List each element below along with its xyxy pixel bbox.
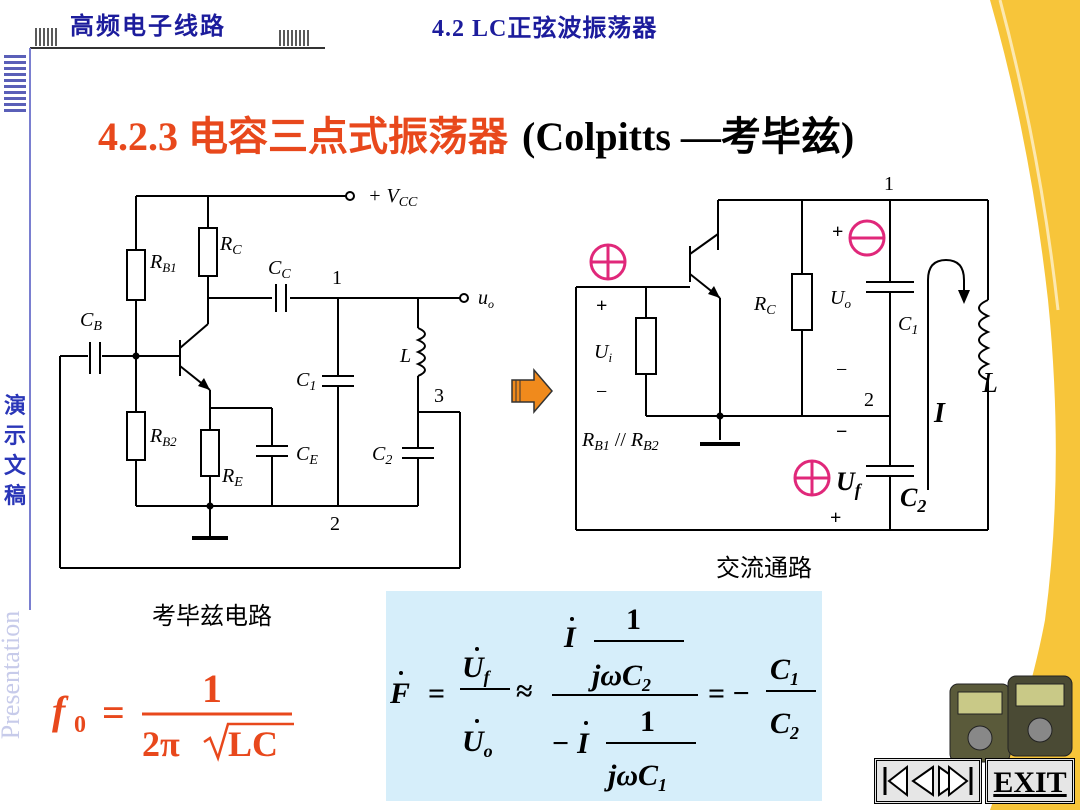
resonant-frequency-formula: f 0 = 1 2π LC — [52, 666, 294, 764]
ac-equivalent-circuit: 1 RC + Uo C1 + Ui − − 2 I L RB1 // RB2 −… — [575, 173, 998, 531]
svg-text:≈: ≈ — [516, 675, 532, 708]
colpitts-circuit: + VCC RB1 RC CC 1 uo CB L C1 3 RB2 CE C2… — [59, 185, 494, 569]
svg-text:I: I — [563, 621, 577, 654]
svg-text:L: L — [399, 345, 411, 367]
polarity-markers — [589, 219, 886, 497]
exit-button[interactable]: EXIT — [985, 758, 1075, 804]
svg-text:RB1: RB1 — [149, 251, 177, 275]
svg-text:CC: CC — [268, 257, 291, 282]
svg-text:1: 1 — [332, 267, 342, 289]
svg-text:I: I — [933, 398, 946, 429]
svg-text:+: + — [596, 295, 607, 317]
svg-text:F: F — [389, 677, 410, 710]
course-title: 高频电子线路 — [70, 12, 226, 40]
svg-text:= −: = − — [708, 677, 750, 710]
svg-text:2π: 2π — [142, 724, 180, 764]
previous-slide-icon[interactable] — [911, 765, 934, 797]
left-circuit-caption: 考毕兹电路 — [152, 602, 272, 630]
svg-text:−: − — [836, 359, 847, 381]
svg-text:RC: RC — [219, 233, 242, 258]
svg-text:LC: LC — [228, 724, 278, 764]
svg-text:C1: C1 — [296, 369, 316, 394]
svg-text:Ui: Ui — [594, 341, 612, 365]
svg-text:RC: RC — [753, 293, 776, 318]
section-title: 4.2 LC正弦波振荡器 — [432, 16, 658, 42]
svg-text:L: L — [981, 368, 998, 399]
svg-text:Uf: Uf — [836, 467, 863, 500]
multimeter-image — [949, 675, 1073, 763]
svg-text:+ VCC: + VCC — [368, 185, 418, 210]
svg-text:C1: C1 — [898, 313, 918, 338]
svg-text:RB1 // RB2: RB1 // RB2 — [581, 429, 659, 454]
svg-text:uo: uo — [478, 287, 494, 311]
title-sub: (Colpitts —考毕兹) — [522, 114, 855, 159]
slide-nav-controls[interactable] — [874, 758, 982, 804]
svg-text:−: − — [836, 421, 847, 443]
svg-text:RE: RE — [221, 465, 243, 490]
first-slide-icon[interactable] — [883, 764, 908, 798]
svg-text:1: 1 — [202, 666, 222, 711]
svg-text:=: = — [102, 690, 125, 735]
slide-title: 4.2.3 电容三点式振荡器 (Colpitts —考毕兹) — [98, 104, 854, 162]
last-slide-icon[interactable] — [948, 764, 973, 798]
svg-text:RB2: RB2 — [149, 425, 177, 449]
svg-text:CB: CB — [80, 309, 102, 334]
svg-text:3: 3 — [434, 385, 444, 407]
svg-text:=: = — [428, 677, 445, 710]
svg-text:1: 1 — [626, 603, 641, 636]
svg-text:jωC2: jωC2 — [588, 659, 651, 695]
title-main: 4.2.3 电容三点式振荡器 — [98, 114, 508, 159]
svg-text:CE: CE — [296, 443, 318, 468]
svg-text:+: + — [830, 507, 841, 529]
svg-text:Uo: Uo — [462, 725, 493, 761]
svg-text:Uo: Uo — [830, 287, 851, 311]
svg-text:1: 1 — [884, 173, 894, 195]
sidebar-vertical-en: Presentation — [0, 610, 25, 740]
svg-text:C2: C2 — [900, 483, 926, 516]
svg-text:1: 1 — [640, 705, 655, 738]
right-arrow-icon — [511, 367, 553, 415]
svg-text:2: 2 — [330, 513, 340, 535]
svg-text:C1: C1 — [770, 653, 799, 689]
svg-text:f: f — [52, 688, 69, 733]
svg-text:Uf: Uf — [462, 651, 492, 687]
svg-text:jωC1: jωC1 — [604, 759, 667, 795]
svg-text:C2: C2 — [770, 707, 799, 743]
svg-text:−I: −I — [552, 727, 590, 760]
svg-text:0: 0 — [74, 712, 86, 738]
feedback-coefficient-formula: F = Uf Uo ≈ I 1 jωC2 −I 1 jωC1 = − C1 C2 — [389, 603, 816, 795]
svg-text:C2: C2 — [372, 443, 392, 468]
svg-text:2: 2 — [864, 389, 874, 411]
sidebar-vertical-cn: 演示文稿 — [4, 394, 27, 509]
svg-text:+: + — [832, 221, 843, 243]
right-circuit-caption: 交流通路 — [716, 554, 812, 582]
svg-text:−: − — [596, 381, 607, 403]
